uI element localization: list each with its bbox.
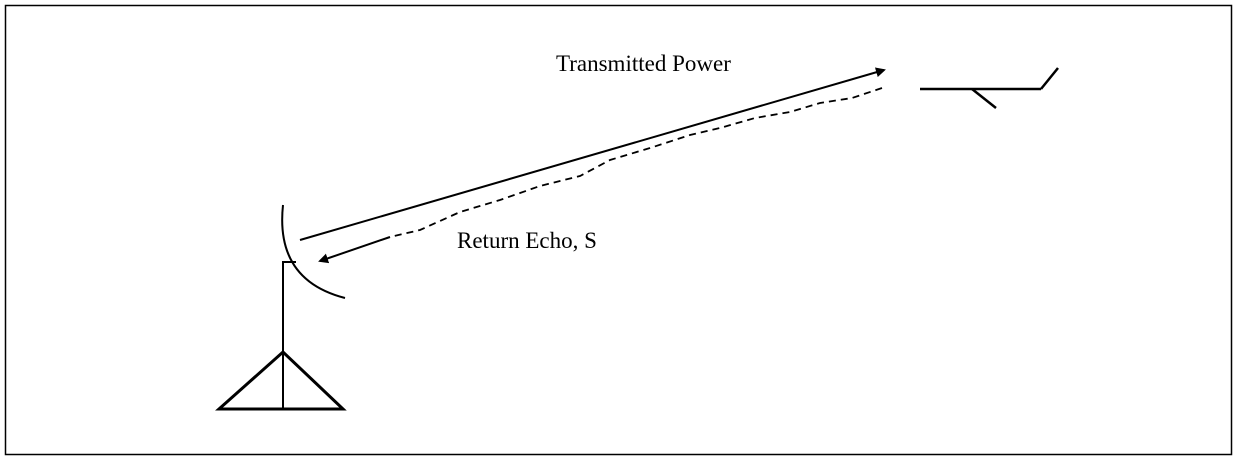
return-echo-arrow: [389, 87, 883, 238]
return-echo-arrow-head: [318, 236, 391, 264]
diagram-frame: [4, 4, 1233, 456]
return-echo-label: Return Echo, S: [457, 228, 597, 253]
aircraft-icon: [920, 67, 1059, 109]
tripod-icon: [215, 349, 347, 411]
transmitted-power-label: Transmitted Power: [556, 51, 731, 76]
transmitted-power-arrow: [299, 67, 886, 241]
antenna-mast: [282, 261, 296, 409]
radar-dish-icon: [281, 204, 346, 299]
